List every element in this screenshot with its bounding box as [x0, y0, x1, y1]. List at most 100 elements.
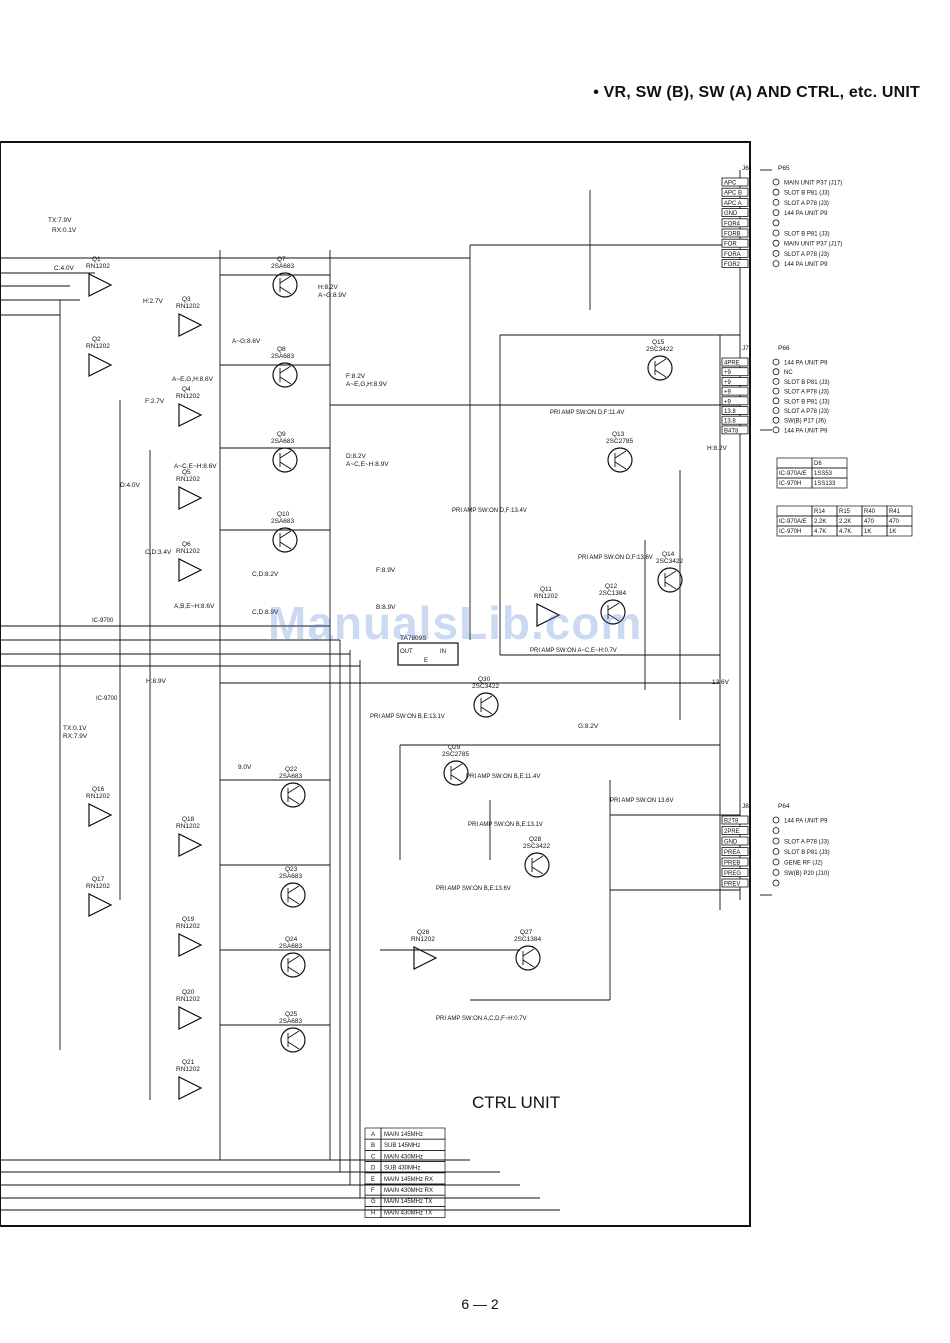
- transistor-part: RN1202: [534, 593, 558, 600]
- pin-box: [721, 208, 749, 218]
- transistor-part: 2SC3422: [523, 843, 550, 850]
- voltage-label: H:8.2V: [318, 284, 339, 291]
- wire: [287, 796, 300, 805]
- buffer-transistor: [178, 558, 203, 582]
- pin-box: [721, 197, 749, 207]
- table-text: 2.2K: [839, 519, 851, 525]
- pin-box: [721, 376, 749, 386]
- legend-value: SUB 430MHz: [384, 1166, 420, 1172]
- wire: [287, 896, 300, 905]
- pin-box: [721, 847, 749, 856]
- transistor-part: 2SC3422: [472, 683, 499, 690]
- wire: [287, 966, 300, 975]
- transistor-part: 2SA683: [271, 353, 295, 360]
- connector-ref: J8: [742, 803, 749, 810]
- wire: [287, 955, 300, 964]
- voltage-label: A~G:8.6V: [232, 338, 261, 345]
- pin-destination: SLOT A P78 (J3): [784, 409, 829, 415]
- transistor-ref: Q29: [448, 744, 461, 751]
- transistor-ref: Q10: [277, 511, 290, 518]
- table-text: 4.7K: [814, 529, 826, 535]
- table-text: 470: [864, 519, 875, 525]
- transistor-ref: Q15: [652, 339, 665, 346]
- bjt-transistor: [272, 272, 298, 298]
- pin-destination: 144 PA UNIT P9: [784, 262, 828, 268]
- legend-key: B: [371, 1143, 375, 1149]
- pin-label: 4PRE: [724, 361, 740, 367]
- wire: [664, 581, 677, 590]
- wiring: [0, 169, 772, 1211]
- pin-box: [721, 836, 749, 846]
- pin-socket: [772, 387, 780, 395]
- pri-amp-label: PRI AMP SW:ON A,C,D,F~H:0.7V: [436, 1016, 527, 1022]
- transistor-ref: Q13: [612, 431, 625, 438]
- bjt-transistor: [657, 567, 683, 593]
- pin-box: [721, 218, 749, 228]
- transistor-part: 2SA683: [279, 773, 303, 780]
- pin-box: [721, 238, 749, 248]
- pri-amp-label: PRI AMP SW:ON A~C,E~H:0.7V: [530, 648, 617, 654]
- transistor-ref: Q25: [285, 1011, 298, 1018]
- pin-label: FORA: [724, 252, 741, 258]
- transistor-part: RN1202: [86, 263, 110, 270]
- transistor-ref: Q6: [182, 541, 191, 548]
- voltage-label: A,B,E~H:8.6V: [174, 603, 215, 610]
- transistor-ref: Q19: [182, 916, 195, 923]
- buffer-transistor: [88, 803, 113, 827]
- transistor-ref: Q14: [662, 551, 675, 558]
- legend-value: MAIN 430MHz: [384, 1154, 423, 1160]
- pin-box: [721, 367, 749, 377]
- pin-destination: SLOT B P81 (J3): [784, 399, 830, 405]
- wire: [522, 959, 535, 968]
- table-text: 2.2K: [814, 519, 826, 525]
- transistor-part: RN1202: [176, 303, 200, 310]
- wire: [654, 369, 667, 378]
- wire: [287, 1030, 300, 1039]
- transistor-part: RN1202: [176, 923, 200, 930]
- pin-socket: [772, 368, 780, 376]
- table-cell: [886, 525, 913, 537]
- pri-amp-label: PRI AMP SW:ON 13.6V: [610, 798, 673, 804]
- transistor-ref: Q17: [92, 876, 105, 883]
- buffer-transistor: [178, 933, 203, 957]
- pin-box: [721, 248, 749, 258]
- pin-label: PREB: [724, 861, 740, 867]
- wire: [614, 450, 627, 459]
- table-text: 1K: [864, 529, 871, 535]
- pin-label: APC A: [724, 201, 742, 207]
- bjt-transistor: [280, 952, 306, 978]
- buffer-transistor: [178, 1006, 203, 1030]
- plug-ref: P64: [778, 803, 790, 810]
- transistor-ref: Q30: [478, 676, 491, 683]
- buffer-transistor: [178, 833, 203, 857]
- unit-border: [0, 141, 751, 1227]
- pin-destination: SLOT B P81 (J3): [784, 232, 830, 238]
- pin-destination: SLOT B P81 (J3): [784, 850, 830, 856]
- pin-socket: [772, 848, 780, 855]
- legend-key: C: [371, 1154, 376, 1160]
- wire: [279, 541, 292, 550]
- pin-destination: SLOT A P78 (J3): [784, 252, 829, 258]
- legend-value: MAIN 430MHz RX: [384, 1188, 433, 1194]
- table-cell: [776, 457, 813, 469]
- pin-label: 13.8: [724, 409, 736, 415]
- pin-socket: [772, 416, 780, 424]
- wire: [279, 450, 292, 459]
- pin-label: +9: [724, 380, 732, 386]
- transistor-ref: Q22: [285, 766, 298, 773]
- pri-amp-label: PRI AMP SW:ON D,F:13.4V: [452, 508, 527, 514]
- pri-amp-label: PRI AMP SW:ON D,F:11.4V: [550, 410, 624, 416]
- transistor-part: RN1202: [86, 793, 110, 800]
- wire: [531, 855, 544, 864]
- pin-label: +9: [724, 399, 732, 405]
- pin-socket: [772, 858, 780, 866]
- voltage-label: G:8.2V: [578, 723, 599, 730]
- transistor-part: RN1202: [86, 343, 110, 350]
- transistor-part: RN1202: [176, 476, 200, 483]
- pin-box: [721, 396, 749, 406]
- voltage-label: A~E,G,H:8.9V: [346, 381, 388, 388]
- pri-amp-label: PRI AMP SW:ON B,E:13.1V: [370, 714, 445, 720]
- transistor-part: 2SA683: [279, 1018, 303, 1025]
- pin-destination: SLOT B P81 (J3): [784, 380, 830, 386]
- pin-label: APC B: [724, 191, 742, 197]
